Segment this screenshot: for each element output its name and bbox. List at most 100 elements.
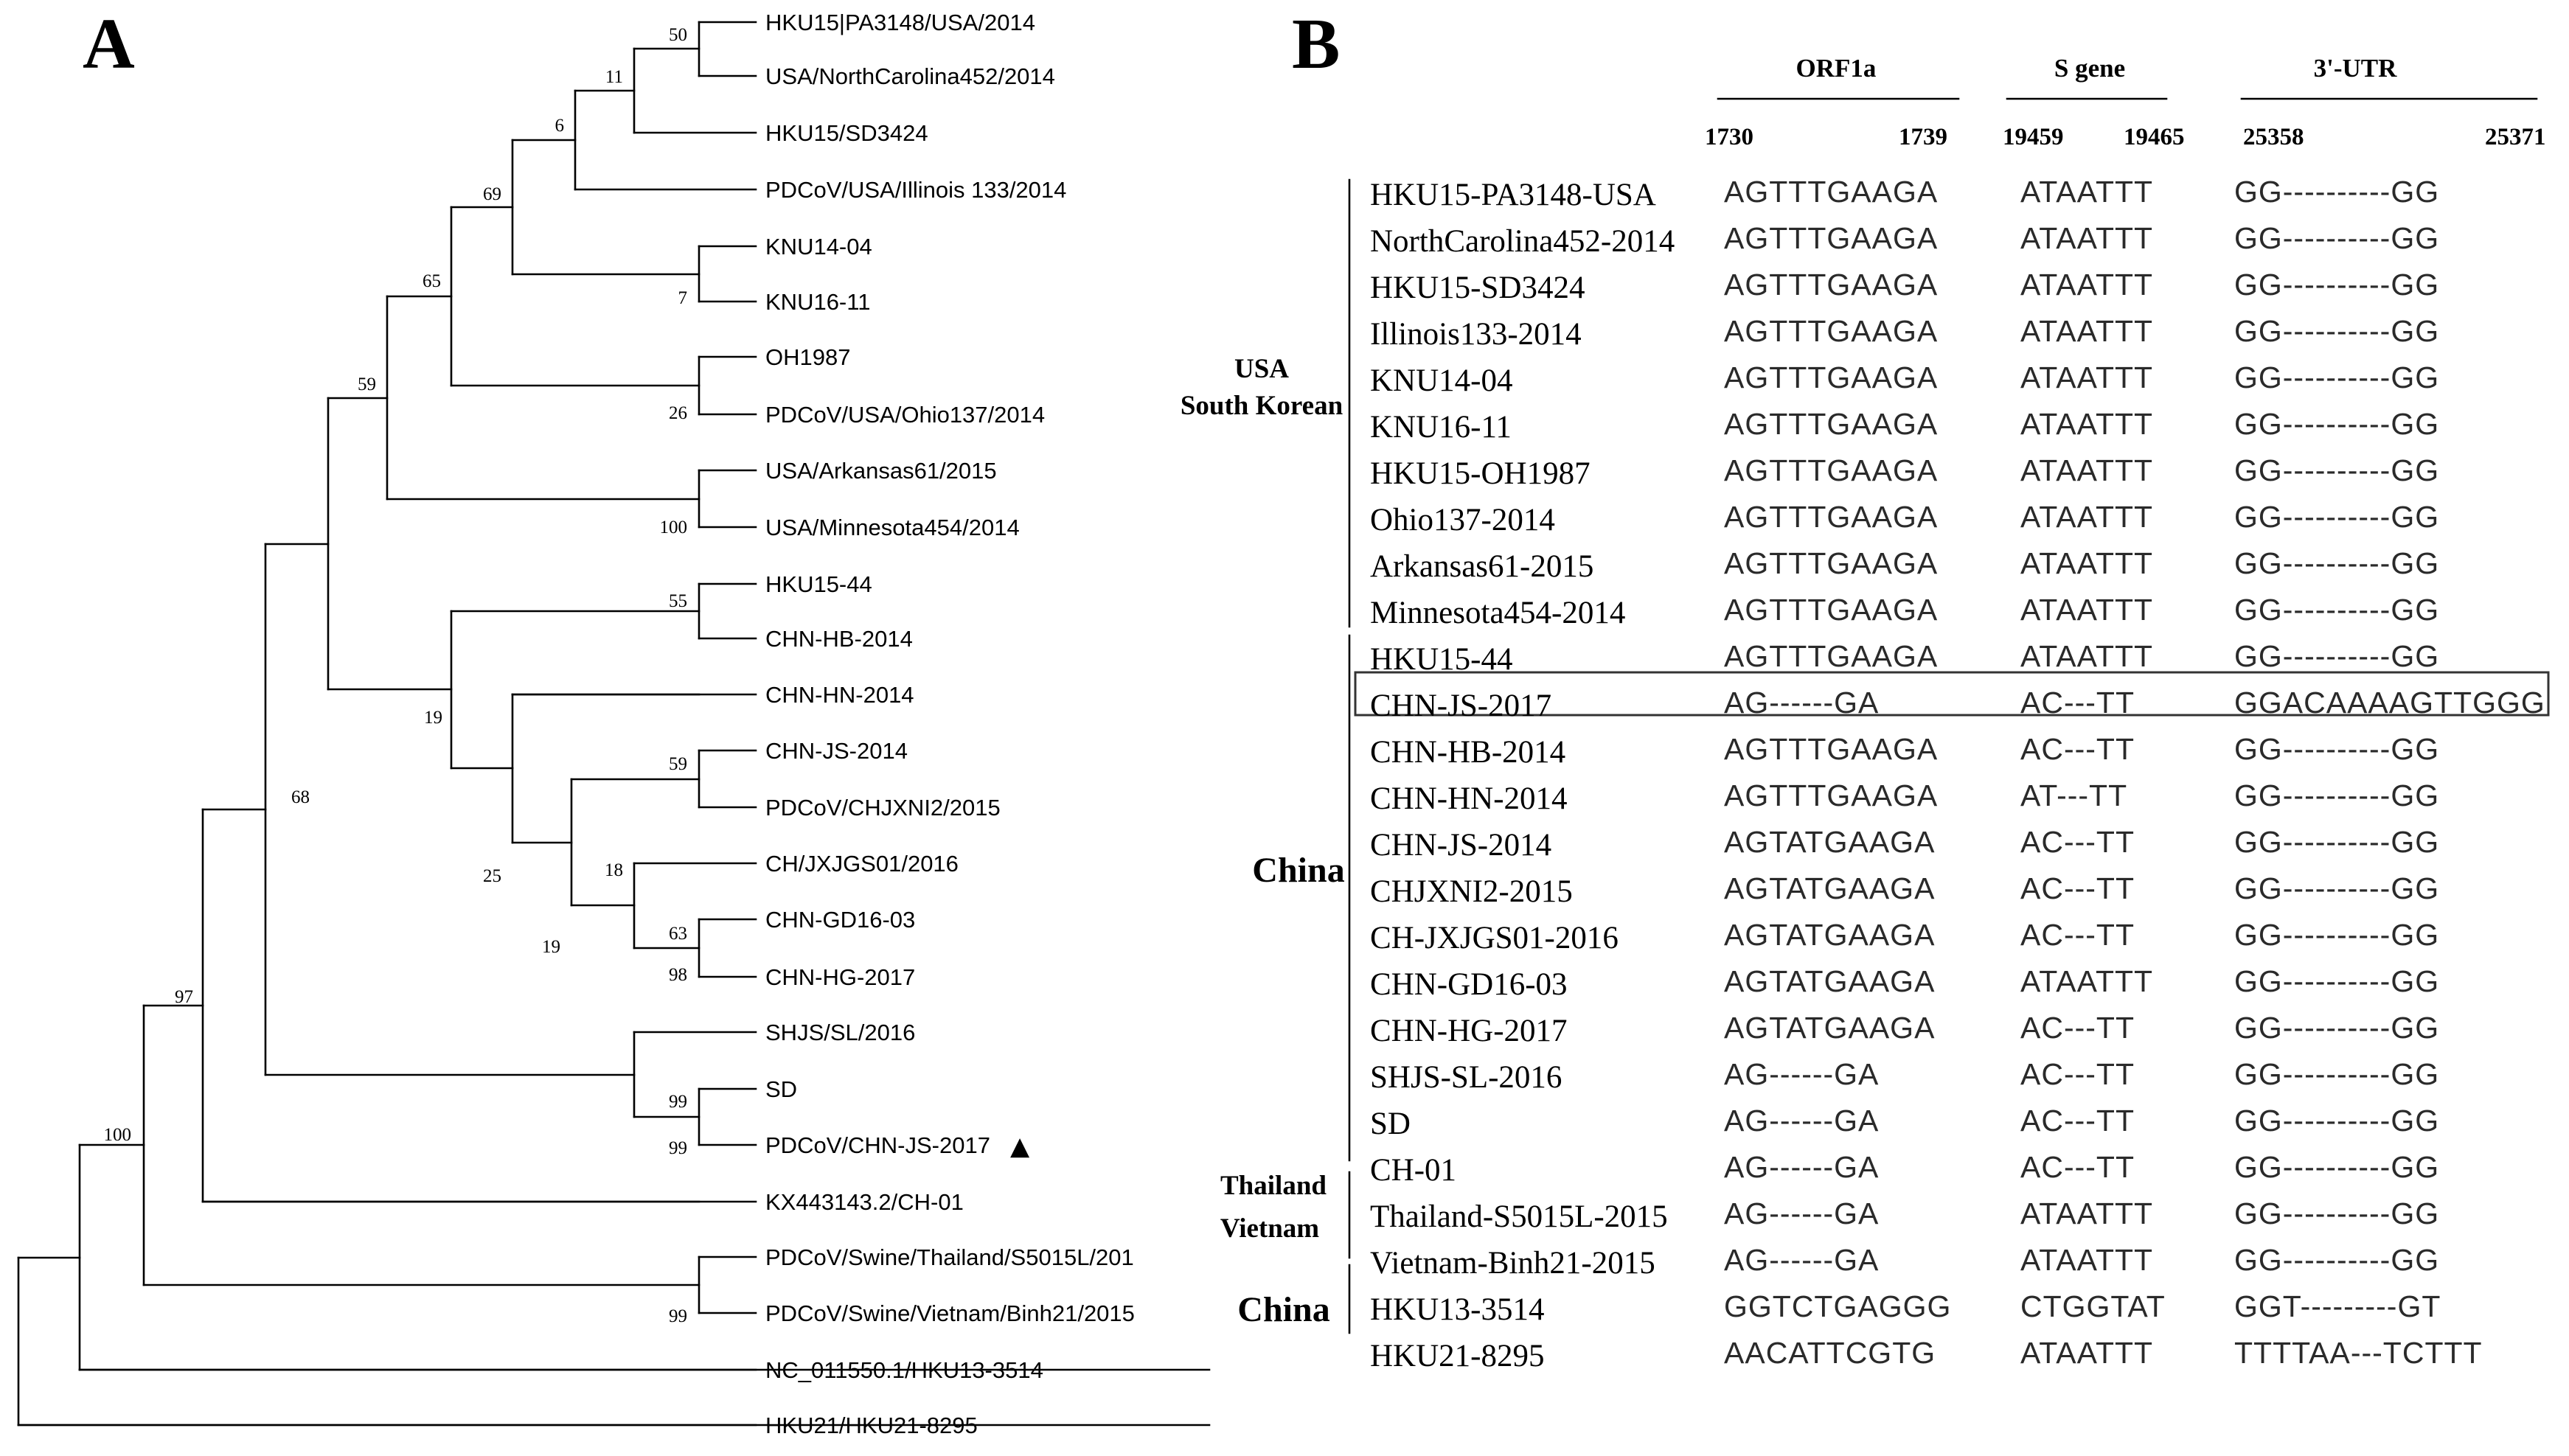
strain-name: HKU13-3514 — [1370, 1292, 1544, 1327]
utr-sequence: GG----------GG — [2234, 964, 2439, 998]
orf1a-sequence: AG------GA — [1724, 1243, 1879, 1277]
utr-sequence: GG----------GG — [2234, 546, 2439, 580]
strain-name: Illinois133-2014 — [1370, 317, 1582, 352]
utr-sequence: GG----------GG — [2234, 871, 2439, 905]
s-gene-sequence: ATAATTT — [2020, 1197, 2153, 1230]
panel-a-label: A — [83, 4, 135, 84]
strain-name: SHJS-SL-2016 — [1370, 1060, 1562, 1095]
utr-sequence: GG----------GG — [2234, 1104, 2439, 1138]
taxon-label: HKU15-44 — [765, 571, 872, 597]
group-label-china: China — [1252, 851, 1344, 890]
bootstrap-value: 99 — [669, 1092, 687, 1112]
strain-name: Arkansas61-2015 — [1370, 549, 1593, 584]
s-gene-sequence: ATAATTT — [2020, 593, 2153, 627]
s-gene-sequence: ATAATTT — [2020, 175, 2153, 209]
taxon-label: CHN-HN-2014 — [765, 682, 914, 708]
taxon-label: PDCoV/Swine/Vietnam/Binh21/2015 — [765, 1300, 1135, 1326]
orf1a-end-position: 1739 — [1899, 124, 1947, 150]
utr-sequence: GG----------GG — [2234, 918, 2439, 952]
alignment-panel: B ORF1a S gene 3'-UTR 1730 1739 19459 19… — [1181, 4, 2550, 1373]
strain-name: Vietnam-Binh21-2015 — [1370, 1246, 1655, 1281]
bootstrap-value: 99 — [669, 1306, 687, 1326]
s-gene-sequence: AC---TT — [2020, 825, 2135, 859]
s-gene-sequence: ATAATTT — [2020, 407, 2153, 441]
s-gene-sequence: AC---TT — [2020, 1150, 2135, 1184]
utr-sequence: GG----------GG — [2234, 778, 2439, 812]
orf1a-sequence: AGTATGAAGA — [1724, 825, 1935, 859]
bootstrap-value: 26 — [669, 403, 687, 423]
s-gene-sequence: AC---TT — [2020, 732, 2135, 766]
utr-sequence: GG----------GG — [2234, 407, 2439, 441]
orf1a-sequence: AGTTTGAAGA — [1724, 778, 1938, 812]
s-gene-sequence: AC---TT — [2020, 1057, 2135, 1091]
taxon-label: PDCoV/USA/Illinois 133/2014 — [765, 177, 1066, 203]
strain-name: HKU15-44 — [1370, 642, 1512, 677]
bootstrap-value: 99 — [669, 1138, 687, 1158]
s-gene-end-position: 19465 — [2124, 124, 2185, 150]
strain-name: CHN-HG-2017 — [1370, 1014, 1568, 1048]
orf1a-sequence: AGTTTGAAGA — [1724, 500, 1938, 534]
strain-name: Thailand-S5015L-2015 — [1370, 1199, 1668, 1234]
strain-name: HKU15-OH1987 — [1370, 456, 1591, 491]
s-gene-sequence: ATAATTT — [2020, 453, 2153, 487]
utr-sequence: GG----------GG — [2234, 268, 2439, 302]
strain-name: Ohio137-2014 — [1370, 503, 1555, 537]
bootstrap-value: 100 — [660, 518, 688, 537]
strain-name: CH-01 — [1370, 1153, 1456, 1188]
utr-sequence: GG----------GG — [2234, 1057, 2439, 1091]
bootstrap-value: 68 — [291, 787, 310, 807]
taxon-label: CHN-HG-2017 — [765, 964, 915, 990]
taxon-label: USA/Minnesota454/2014 — [765, 515, 1020, 540]
utr-sequence: GGACAAAAGTTGGG — [2234, 686, 2545, 720]
utr-sequence: GG----------GG — [2234, 732, 2439, 766]
utr-sequence: GG----------GG — [2234, 1197, 2439, 1230]
bootstrap-value: 50 — [669, 25, 687, 45]
bootstrap-value: 19 — [542, 937, 560, 957]
strain-name: CH-JXJGS01-2016 — [1370, 921, 1619, 955]
taxon-label: PDCoV/CHN-JS-2017 — [765, 1132, 990, 1158]
bootstrap-value: 7 — [678, 288, 688, 308]
orf1a-sequence: AGTTTGAAGA — [1724, 175, 1938, 209]
strain-name: CHN-JS-2017 — [1370, 689, 1551, 723]
strain-name: HKU15-SD3424 — [1370, 271, 1585, 305]
s-gene-sequence: AT---TT — [2020, 778, 2127, 812]
tree-taxon-labels: HKU15|PA3148/USA/2014USA/NorthCarolina45… — [765, 10, 1135, 1438]
orf1a-sequence: AGTATGAAGA — [1724, 1011, 1935, 1045]
strain-name: HKU21-8295 — [1370, 1339, 1544, 1373]
s-gene-sequence: ATAATTT — [2020, 546, 2153, 580]
bootstrap-value: 69 — [483, 184, 501, 204]
orf1a-sequence: AGTATGAAGA — [1724, 964, 1935, 998]
bootstrap-value: 25 — [483, 866, 501, 886]
taxon-label: SHJS/SL/2016 — [765, 1020, 915, 1045]
utr-sequence: GG----------GG — [2234, 1011, 2439, 1045]
bootstrap-value: 55 — [669, 591, 687, 611]
strain-name: CHN-HN-2014 — [1370, 781, 1568, 816]
orf1a-sequence: AGTTTGAAGA — [1724, 453, 1938, 487]
taxon-label: HKU21/HKU21-8295 — [765, 1413, 978, 1438]
utr-sequence: GG----------GG — [2234, 500, 2439, 534]
bootstrap-value: 59 — [358, 375, 376, 394]
orf1a-sequence: AG------GA — [1724, 686, 1879, 720]
taxon-label: PDCoV/Swine/Thailand/S5015L/201 — [765, 1244, 1134, 1270]
highlight-box-chn-js-2017 — [1354, 671, 2550, 717]
s-gene-sequence: ATAATTT — [2020, 639, 2153, 673]
taxon-label: CH/JXJGS01/2016 — [765, 851, 959, 877]
orf1a-sequence: AGTATGAAGA — [1724, 871, 1935, 905]
orf1a-sequence: AGTTTGAAGA — [1724, 593, 1938, 627]
orf1a-start-position: 1730 — [1705, 124, 1753, 150]
